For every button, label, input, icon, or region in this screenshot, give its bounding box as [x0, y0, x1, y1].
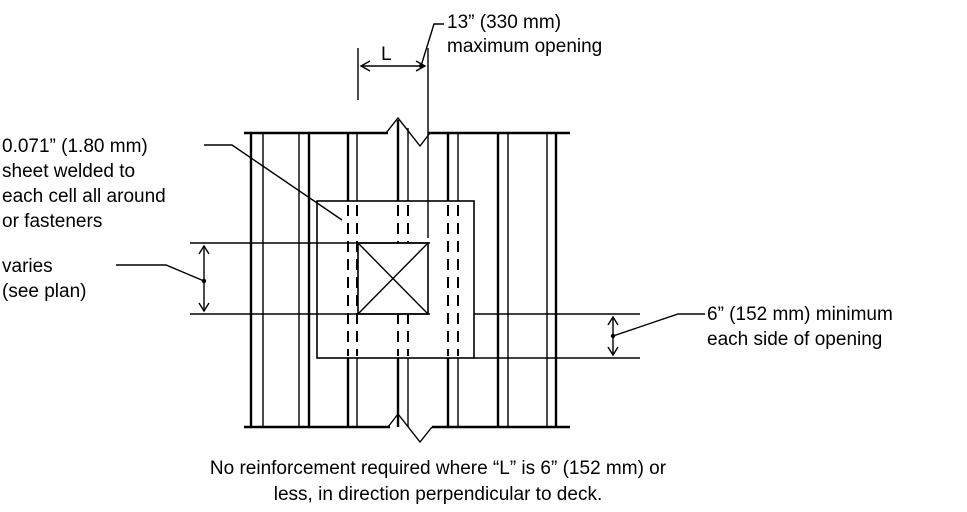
max-opening-label-line1: 13” (330 mm): [447, 12, 561, 33]
sheet-label-line2: sheet welded to: [2, 161, 135, 182]
varies-label-line1: varies: [2, 256, 53, 277]
dimension-minimum: [607, 313, 705, 357]
deck-opening: [357, 242, 429, 315]
sheet-label-line3: each cell all around: [2, 186, 166, 207]
varies-label-line2: (see plan): [2, 281, 87, 302]
caption-line1: No reinforcement required where “L” is 6…: [210, 458, 667, 479]
sheet-leader: [204, 144, 343, 221]
max-opening-label-line2: maximum opening: [447, 36, 602, 57]
minimum-label-line2: each side of opening: [707, 329, 882, 350]
break-symbol-top: [385, 116, 431, 148]
dimension-L: [357, 23, 444, 238]
extension-lines: [190, 242, 640, 359]
dimension-varies: [116, 244, 210, 313]
sheet-label-line1: 0.071” (1.80 mm): [2, 136, 148, 157]
minimum-label-line1: 6” (152 mm) minimum: [707, 304, 893, 325]
sheet-label-line4: or fasteners: [2, 211, 102, 232]
break-symbol-bottom: [387, 412, 433, 444]
caption-line2: less, in direction perpendicular to deck…: [274, 484, 602, 505]
dim-L-label: L: [381, 44, 392, 65]
